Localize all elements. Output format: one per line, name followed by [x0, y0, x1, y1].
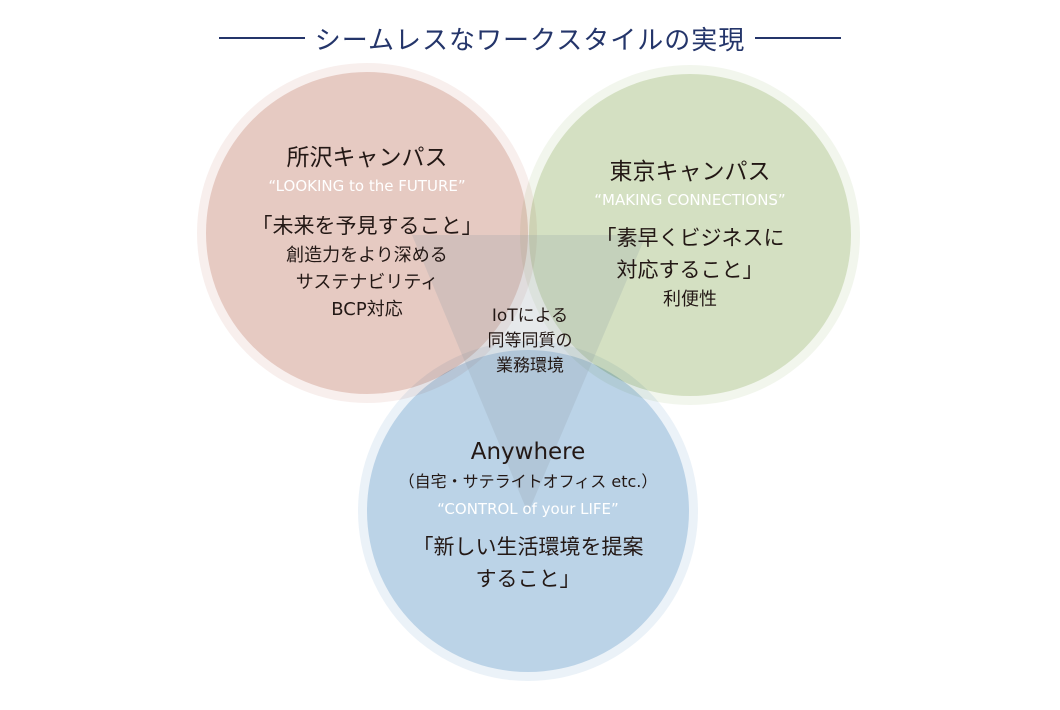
tokyo-name: 東京キャンパス — [609, 159, 771, 185]
tokorozawa-name: 所沢キャンパス — [286, 145, 448, 171]
title-line-left — [218, 37, 305, 39]
anywhere-english: “CONTROL of your LIFE” — [437, 500, 619, 518]
anywhere-circle — [367, 350, 689, 672]
center-text: IoTによる 同等同質の 業務環境 — [440, 304, 620, 379]
title-line-right — [755, 37, 842, 39]
tokorozawa-line-1: 「未来を予見すること」 — [251, 214, 483, 238]
anywhere-line-2: すること」 — [475, 567, 581, 591]
page-title: シームレスなワークスタイルの実現 — [314, 25, 746, 56]
tokorozawa-text: 所沢キャンパス “LOOKING to the FUTURE” 「未来を予見する… — [217, 142, 517, 323]
tokyo-line-1: 「素早くビジネスに — [595, 226, 785, 250]
anywhere-line-1: 「新しい生活環境を提案 — [412, 535, 644, 559]
tokyo-english: “MAKING CONNECTIONS” — [594, 191, 786, 209]
tokorozawa-line-2: 創造力をより深める — [286, 245, 448, 266]
anywhere-name: Anywhere — [470, 439, 586, 465]
tokyo-line-2: 対応すること」 — [616, 258, 764, 282]
tokyo-text: 東京キャンパス “MAKING CONNECTIONS” 「素早くビジネスに 対… — [540, 156, 840, 313]
tokorozawa-line-4: BCP対応 — [331, 299, 403, 320]
title-row: シームレスなワークスタイルの実現 — [0, 18, 1060, 58]
tokorozawa-line-3: サステナビリティ — [295, 272, 439, 293]
tokyo-line-3: 利便性 — [663, 289, 717, 310]
tokorozawa-english: “LOOKING to the FUTURE” — [268, 177, 466, 195]
center-triangle — [412, 235, 646, 513]
center-line-2: 同等同質の — [487, 331, 573, 351]
tokyo-circle — [529, 74, 851, 396]
center-line-3: 業務環境 — [496, 356, 564, 376]
anywhere-text: Anywhere （自宅・サテライトオフィス etc.） “CONTROL of… — [368, 436, 688, 595]
center-line-1: IoTによる — [491, 306, 569, 326]
anywhere-note: （自宅・サテライトオフィス etc.） — [398, 472, 658, 491]
tokorozawa-circle — [206, 72, 528, 394]
